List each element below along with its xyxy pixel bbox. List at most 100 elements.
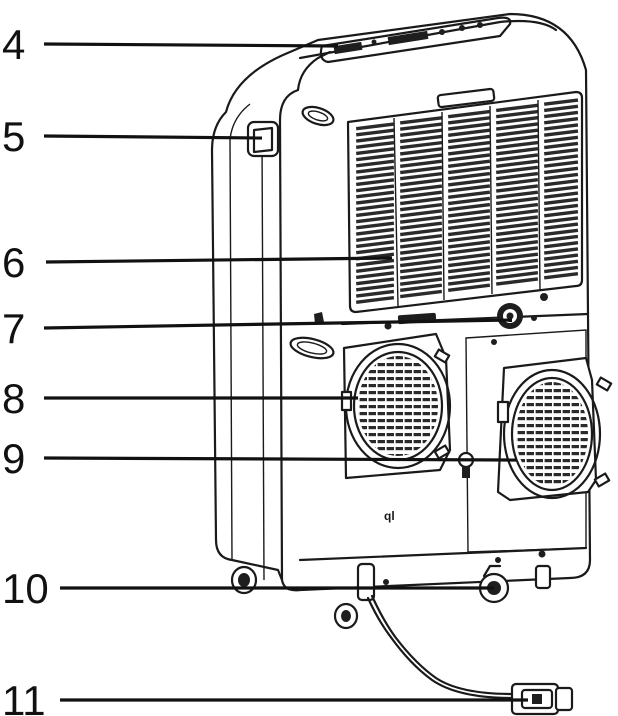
- grille-slat: [495, 178, 539, 187]
- callout-6: 6: [2, 239, 25, 286]
- grille-slat: [399, 246, 443, 255]
- grille-slat: [399, 190, 443, 200]
- grille-slat: [495, 264, 539, 274]
- mesh-row: [358, 377, 438, 381]
- grille-slat: [495, 190, 539, 199]
- grille-slat: [447, 258, 491, 268]
- grille-slat: [399, 171, 443, 181]
- grille-slat: [355, 202, 395, 211]
- mesh-column: [394, 356, 396, 456]
- intake-duct-port: [496, 356, 613, 502]
- grille-slat: [495, 277, 539, 286]
- grille-slat: [447, 116, 491, 125]
- mesh-row: [358, 440, 438, 444]
- grille-slat: [399, 271, 443, 280]
- mesh-row: [358, 391, 438, 395]
- grille-slat: [495, 196, 539, 206]
- control-panel: [319, 16, 512, 64]
- grille-slat: [399, 227, 443, 237]
- grille-slat: [355, 140, 395, 149]
- grille-slat: [495, 140, 539, 150]
- grille-slat: [447, 271, 491, 280]
- leader-4: [43, 42, 339, 48]
- grille-slat: [399, 209, 443, 218]
- mesh-column: [570, 382, 572, 486]
- grille-slat: [495, 109, 539, 119]
- grille-slat: [399, 252, 443, 262]
- grille-slat: [355, 122, 395, 131]
- caster-wheel-center: [333, 602, 359, 630]
- grille-slat: [447, 264, 491, 274]
- grille-slat: [543, 116, 579, 125]
- grille-slat: [543, 197, 579, 206]
- grille-slat: [355, 159, 395, 168]
- grille-slat: [447, 283, 491, 292]
- grille-slat: [543, 141, 579, 150]
- mesh-column: [552, 382, 554, 486]
- grille-slat: [355, 190, 395, 199]
- grille-slat: [399, 116, 443, 125]
- grille-slat: [543, 247, 579, 255]
- grille-slat: [495, 233, 539, 243]
- grille-slat: [355, 215, 395, 224]
- grille-slat: [543, 259, 579, 268]
- grille-slat: [355, 134, 395, 143]
- mesh-column: [579, 382, 581, 486]
- mesh-row: [358, 398, 438, 402]
- grille-slat: [543, 216, 579, 224]
- grille-slat: [495, 153, 539, 162]
- grille-slat: [495, 159, 539, 168]
- grille-slat: [447, 240, 491, 249]
- grille-slat: [399, 128, 443, 138]
- mesh-column: [412, 356, 414, 456]
- grille-slat: [495, 184, 539, 193]
- grille-slat: [543, 178, 579, 187]
- grille-slat: [399, 159, 443, 169]
- grille-slat: [447, 147, 491, 156]
- grille-slat: [399, 196, 443, 206]
- grille-slat: [495, 165, 539, 175]
- mesh-column: [534, 382, 536, 486]
- grille-slat: [543, 271, 579, 280]
- grille-slat: [543, 154, 579, 162]
- grille-slat: [447, 159, 491, 168]
- grille-slat: [447, 233, 491, 243]
- grille-slat: [355, 295, 395, 304]
- grille-slat: [447, 178, 491, 187]
- grille-slat: [543, 265, 579, 274]
- grille-slat: [495, 128, 539, 137]
- callout-leaders: [43, 42, 528, 702]
- grille-slat: [355, 128, 395, 137]
- rear-grip-upper: [301, 105, 335, 127]
- leader-7: [43, 318, 513, 330]
- grille-slat: [399, 240, 443, 249]
- grille-slat: [399, 277, 443, 286]
- grille-slat: [355, 178, 395, 187]
- grille-slat: [543, 129, 579, 137]
- grille-slat: [399, 122, 443, 131]
- mesh-row: [358, 356, 438, 360]
- grille-slat: [399, 233, 443, 243]
- grille-slat: [495, 209, 539, 218]
- grille-slat: [543, 135, 579, 144]
- grille-slat: [355, 233, 395, 242]
- grille-slat: [447, 134, 491, 144]
- grille-slat: [543, 203, 579, 212]
- grille-slat: [399, 215, 443, 224]
- grille-slat: [355, 184, 395, 193]
- air-filter-grille: [346, 87, 584, 314]
- grille-slat: [447, 184, 491, 193]
- grille-slat: [495, 215, 539, 224]
- mesh-row: [358, 384, 438, 388]
- mesh-column: [561, 382, 563, 486]
- grille-slat: [399, 283, 443, 293]
- grille-slat: [399, 140, 443, 150]
- grille-slat: [495, 171, 539, 181]
- callout-7: 7: [2, 305, 25, 352]
- mesh-column: [516, 382, 518, 486]
- grille-slat: [543, 104, 579, 113]
- grille-slat: [399, 289, 443, 299]
- grille-slat: [543, 123, 579, 131]
- rear-grip-lower: [289, 336, 335, 360]
